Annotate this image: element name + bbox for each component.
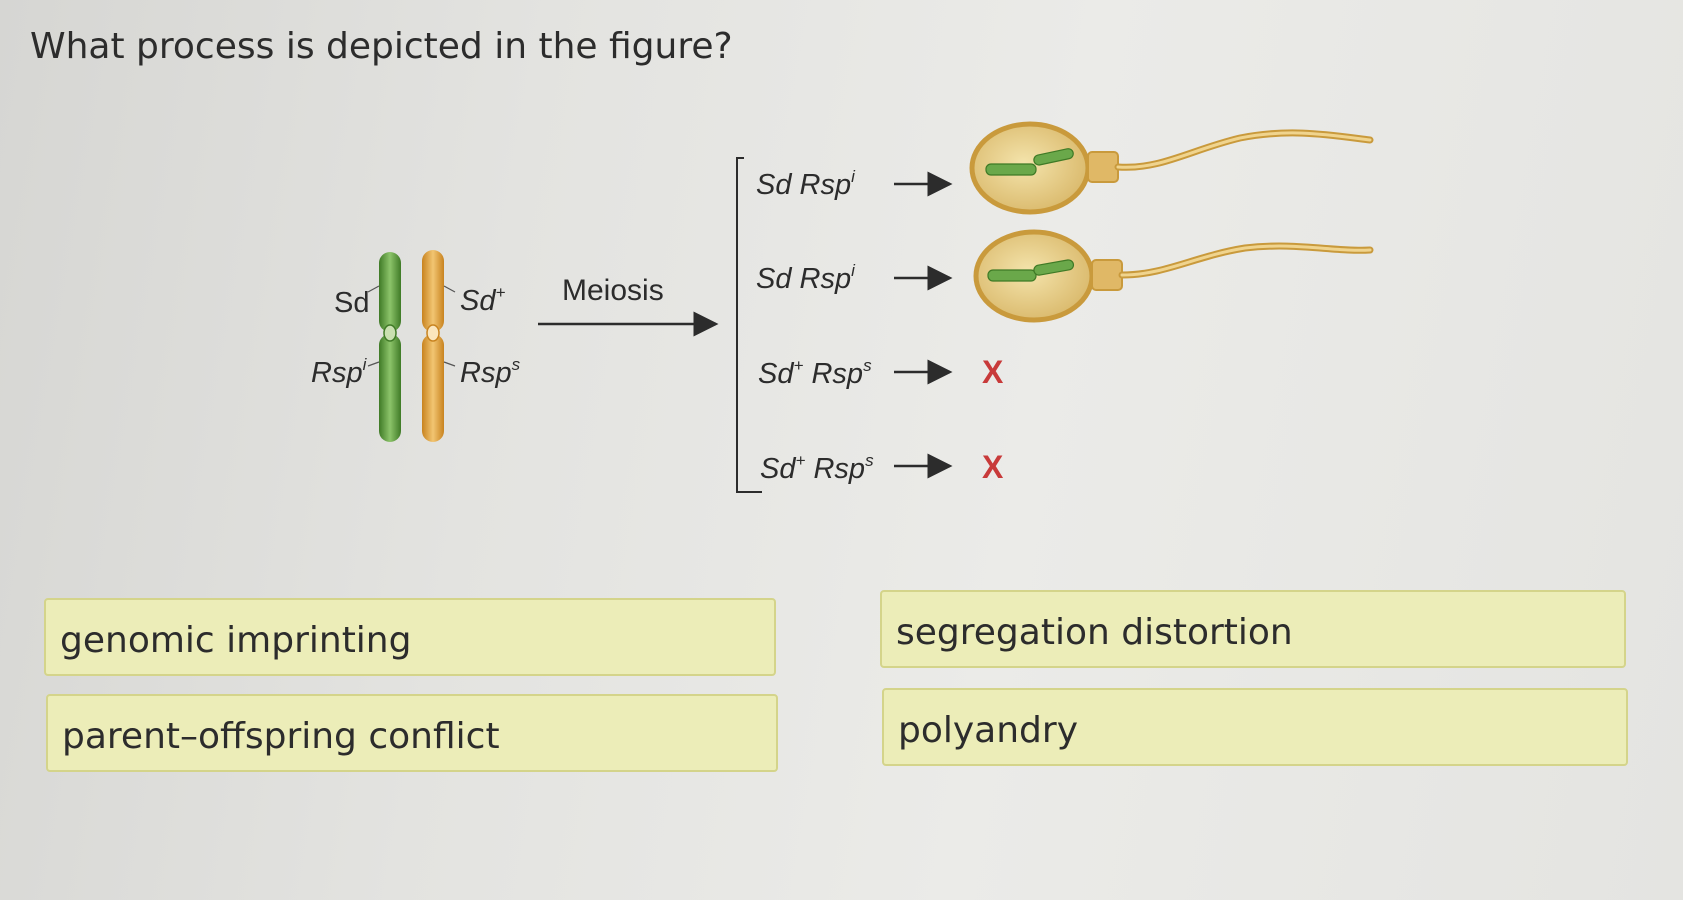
gamete-1-label: Sd Rspi	[756, 167, 856, 201]
sperm-cell-1	[972, 124, 1370, 212]
gamete-4-label: Sd+ Rsps	[760, 451, 874, 485]
gamete-4-x-mark: X	[982, 449, 1004, 485]
gamete-3-label: Sd+ Rsps	[758, 356, 872, 390]
gamete-3-x-mark: X	[982, 354, 1004, 390]
answer-option-segregation-distortion[interactable]: segregation distortion	[880, 590, 1626, 668]
gamete-bracket	[737, 158, 762, 492]
answer-option-polyandry[interactable]: polyandry	[882, 688, 1628, 766]
right-gene2-label: Rsps	[460, 355, 521, 389]
answer-option-parent-offspring-conflict[interactable]: parent–offspring conflict	[46, 694, 778, 772]
left-gene1-label: Sd	[334, 287, 369, 319]
chromosome-green	[379, 252, 401, 442]
chromosome-orange	[422, 250, 444, 442]
answer-option-genomic-imprinting[interactable]: genomic imprinting	[44, 598, 776, 676]
meiosis-label: Meiosis	[562, 274, 664, 307]
right-gene1-label: Sd+	[460, 283, 505, 317]
meiosis-figure: Sd Rspi Sd+ Rsps Meiosis Sd Rspi Sd Rspi…	[0, 0, 1683, 560]
gamete-2-label: Sd Rspi	[756, 261, 856, 295]
left-gene2-label: Rspi	[311, 355, 368, 389]
sperm-cell-2	[976, 232, 1370, 320]
